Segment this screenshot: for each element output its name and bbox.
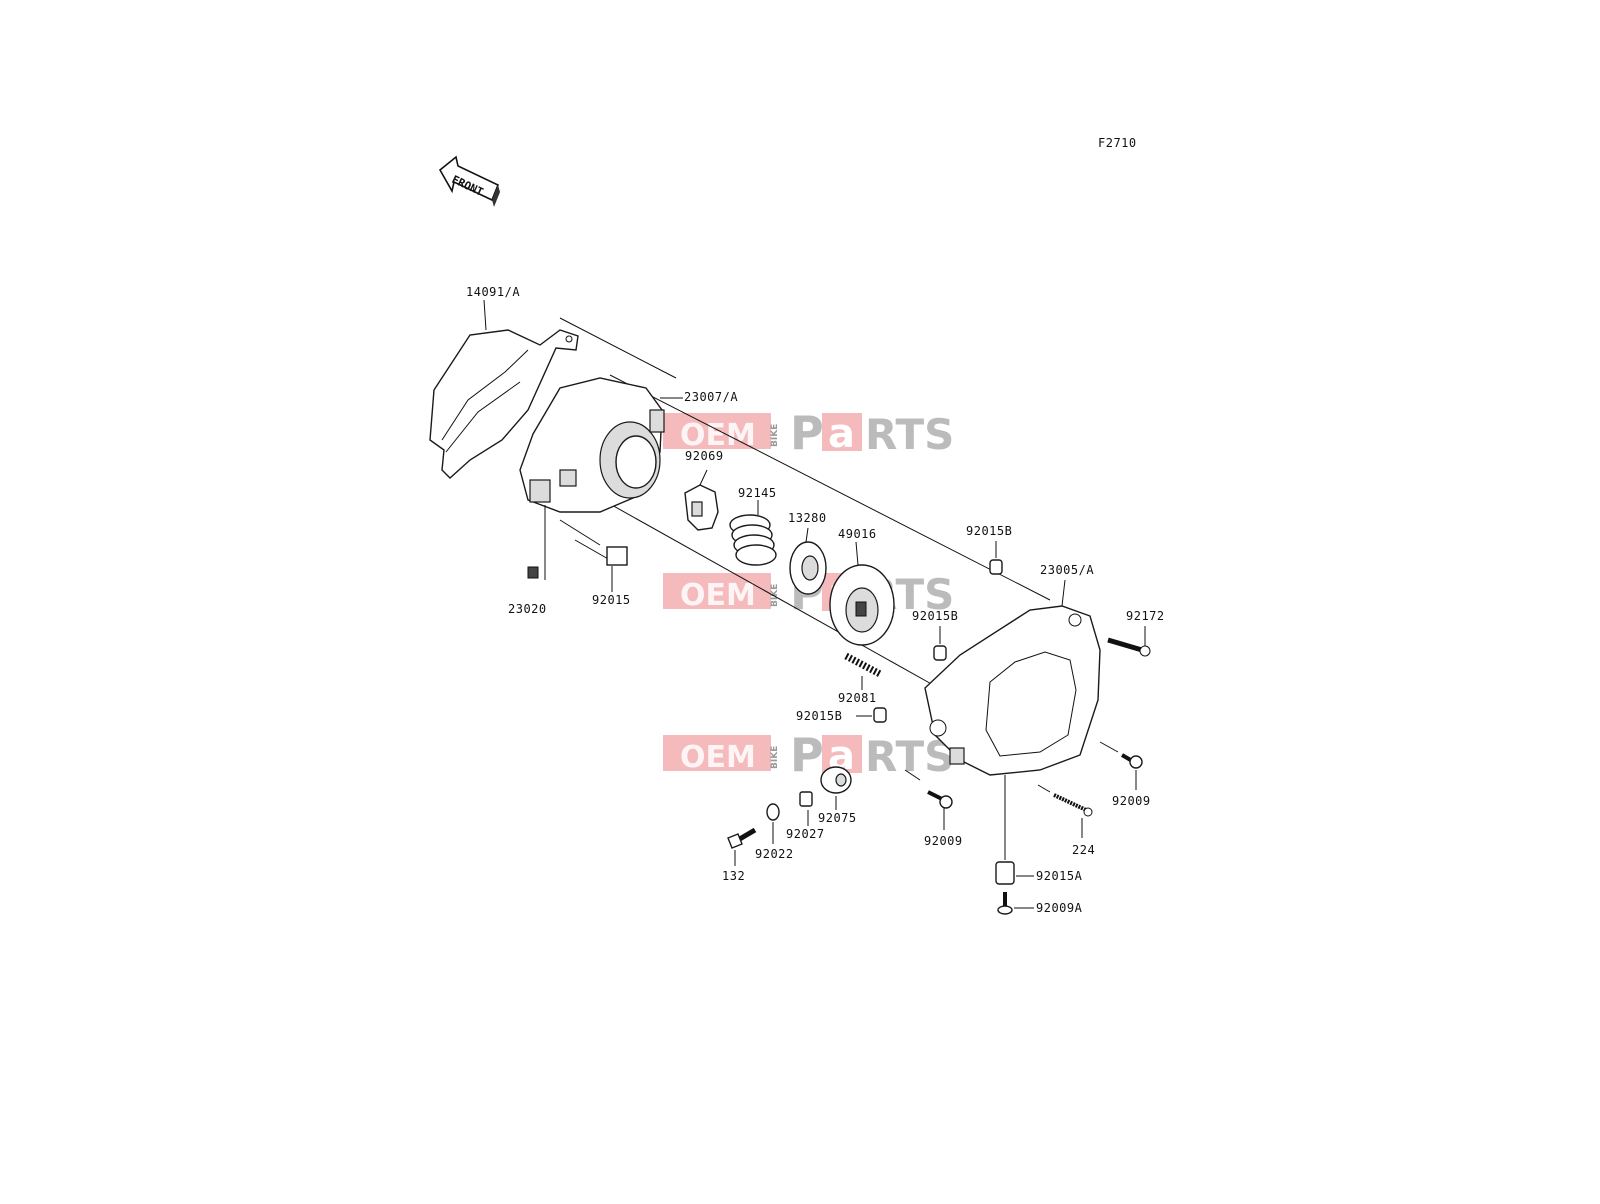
part-92172-screw[interactable] (1107, 626, 1151, 657)
watermark-p: P (790, 728, 824, 782)
label-92015B-top[interactable]: 92015B (966, 524, 1012, 538)
label-92009-right[interactable]: 92009 (1112, 794, 1151, 808)
part-92015A[interactable] (995, 775, 1034, 885)
part-92145-spring[interactable] (729, 500, 777, 566)
part-92081-spring[interactable] (844, 652, 882, 690)
label-132[interactable]: 132 (722, 869, 745, 883)
label-92015B-low[interactable]: 92015B (796, 709, 842, 723)
part-13280-ring[interactable] (789, 527, 827, 595)
part-92009A[interactable] (997, 892, 1034, 915)
watermark-oem: OEM (680, 578, 756, 613)
label-92015A[interactable]: 92015A (1036, 869, 1083, 883)
watermark-bike: BIKE (770, 746, 780, 769)
part-224-screw[interactable] (1037, 784, 1093, 838)
label-92015B-mid[interactable]: 92015B (912, 609, 958, 623)
part-49016-socket[interactable] (829, 541, 895, 646)
part-92027-collar[interactable] (799, 791, 813, 826)
label-92009-mid[interactable]: 92009 (924, 834, 963, 848)
label-23007A[interactable]: 23007/A (684, 390, 738, 404)
part-132-bolt[interactable] (727, 827, 757, 866)
label-92081[interactable]: 92081 (838, 691, 877, 705)
label-92022[interactable]: 92022 (755, 847, 794, 861)
part-14091A-cover[interactable] (429, 329, 579, 479)
part-92009-right[interactable] (1099, 741, 1143, 790)
part-92015B-mid[interactable] (933, 626, 947, 661)
label-23020[interactable]: 23020 (508, 602, 547, 616)
part-23020[interactable] (527, 505, 546, 580)
label-13280[interactable]: 13280 (788, 511, 827, 525)
part-92069-bulb[interactable] (684, 469, 719, 531)
label-92075[interactable]: 92075 (818, 811, 857, 825)
figure-code: F2710 (1098, 136, 1137, 150)
watermark-1: OEM BIKE P a RTS (663, 406, 954, 460)
part-92009-mid[interactable] (904, 769, 953, 830)
part-92015B-top[interactable] (989, 559, 1003, 575)
watermark-a: a (828, 411, 855, 457)
part-92015B-low[interactable] (856, 707, 887, 723)
watermark-bike: BIKE (770, 584, 780, 607)
front-arrow-icon: FRONT (438, 155, 500, 207)
label-92027[interactable]: 92027 (786, 827, 825, 841)
label-92009A[interactable]: 92009A (1036, 901, 1083, 915)
label-224[interactable]: 224 (1072, 843, 1095, 857)
watermark-p: P (790, 406, 824, 460)
label-92015[interactable]: 92015 (592, 593, 631, 607)
part-92015-nut[interactable] (606, 546, 628, 592)
watermark-oem: OEM (680, 418, 756, 453)
label-49016[interactable]: 49016 (838, 527, 877, 541)
part-92075-grommet[interactable] (820, 766, 852, 810)
label-92145[interactable]: 92145 (738, 486, 777, 500)
assembly-lines (559, 317, 1051, 687)
label-23005A[interactable]: 23005/A (1040, 563, 1094, 577)
label-14091A[interactable]: 14091/A (466, 285, 520, 299)
label-92172[interactable]: 92172 (1126, 609, 1165, 623)
label-92069[interactable]: 92069 (685, 449, 724, 463)
part-23005A-housing[interactable] (924, 579, 1101, 776)
watermark-oem: OEM (680, 740, 756, 775)
part-92022-washer[interactable] (766, 803, 780, 844)
part-23007A-housing[interactable] (519, 377, 665, 513)
watermark-rts: RTS (865, 410, 954, 459)
watermark-bike: BIKE (770, 424, 780, 447)
